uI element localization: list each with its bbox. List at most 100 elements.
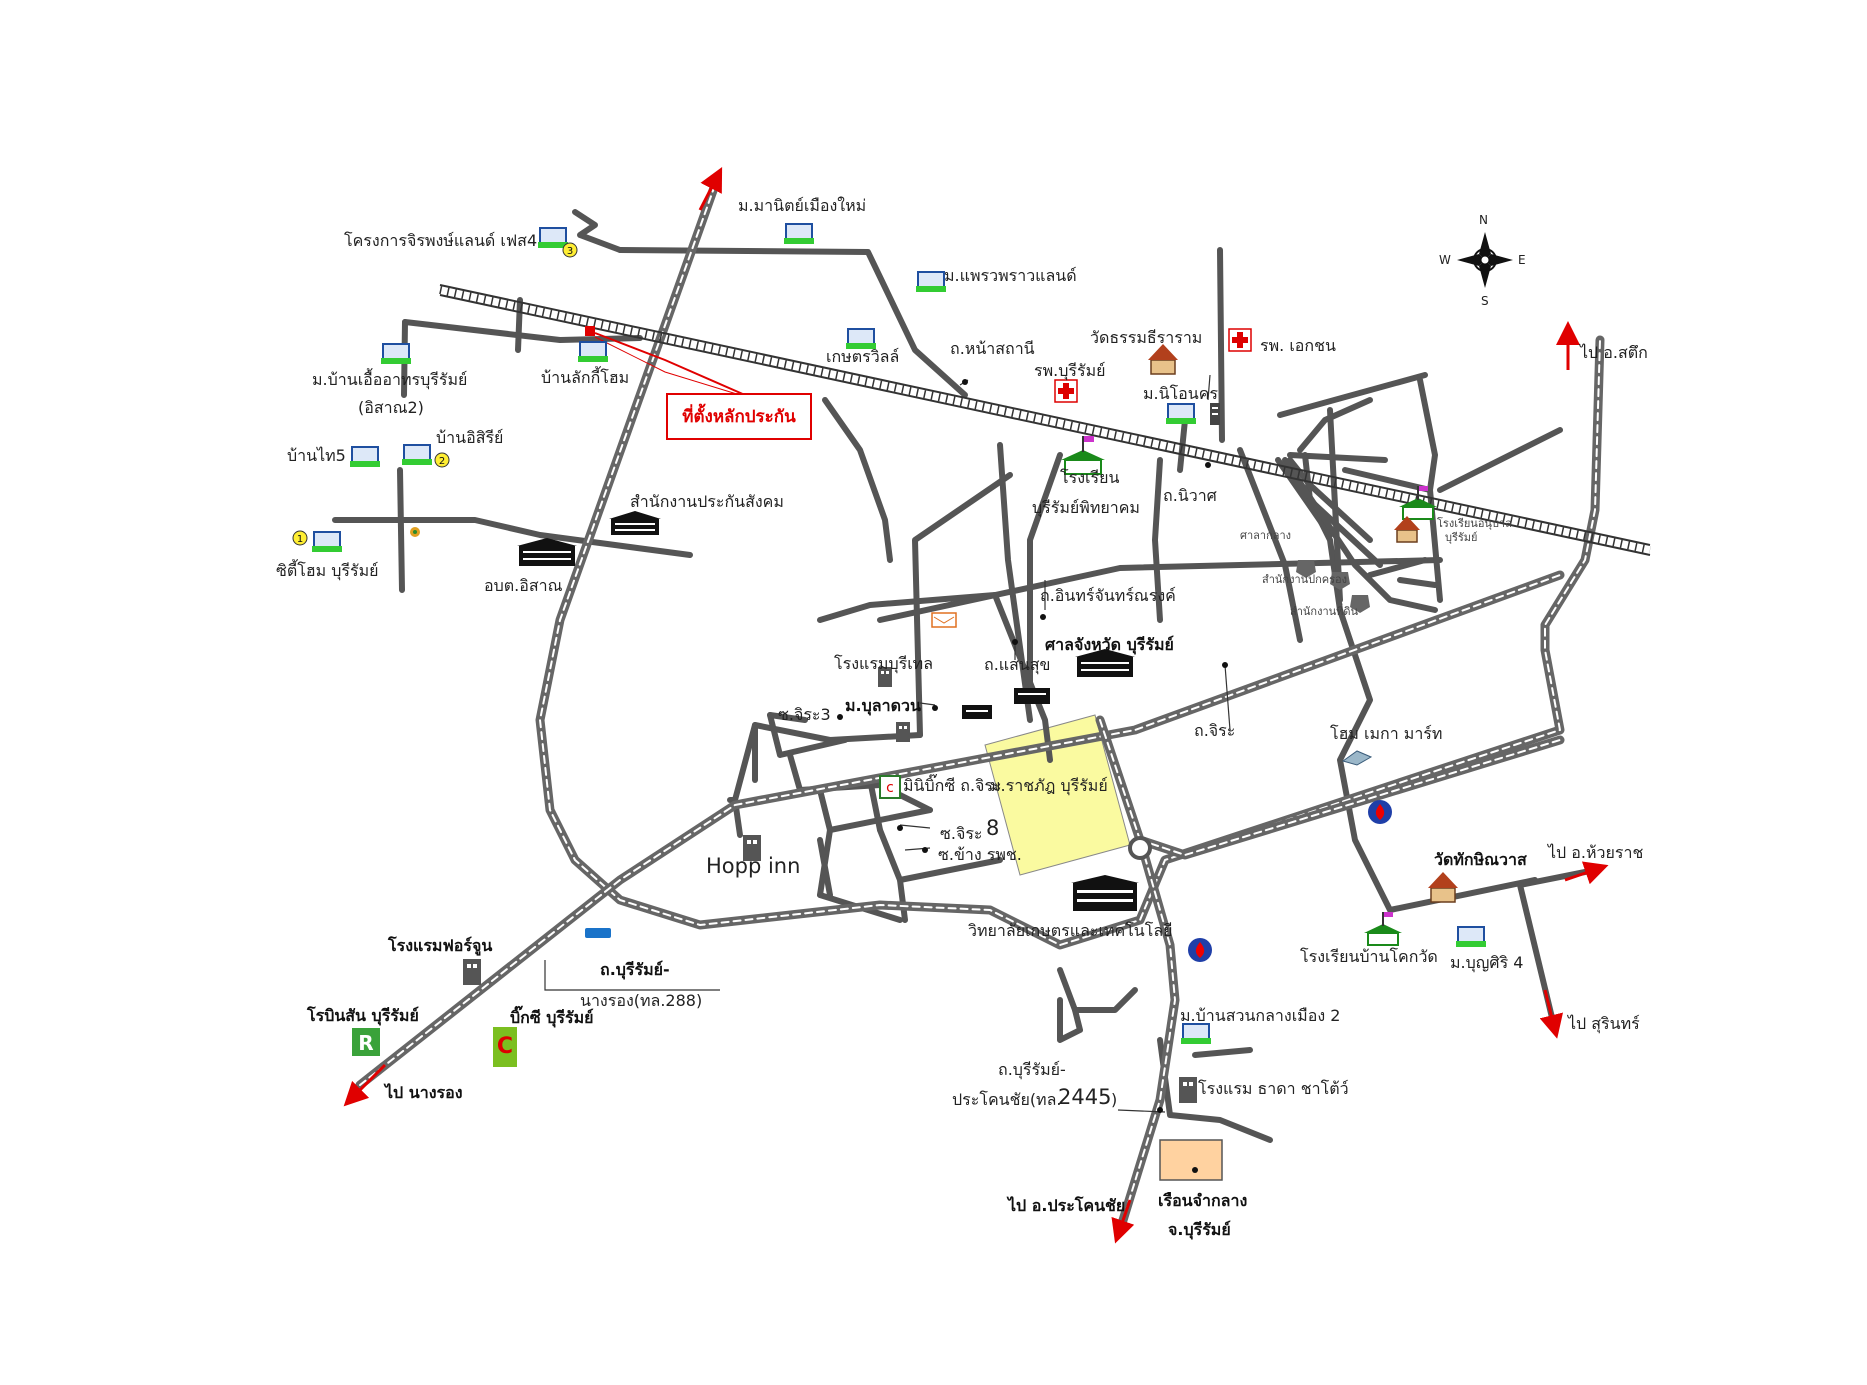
label-pai-surin: ไป สุรินทร์	[1568, 1014, 1640, 1033]
house-icon	[1456, 926, 1486, 947]
government-building-icon	[609, 511, 661, 535]
temple-icon	[1394, 516, 1420, 543]
robinson-logo-icon: R	[352, 1028, 380, 1056]
direction-arrows	[343, 166, 1609, 1244]
compass-n: N	[1479, 213, 1488, 227]
house-icon	[1166, 403, 1196, 424]
college-building-icon	[1071, 875, 1139, 911]
label-robinson: โรบินสัน บุรีรัมย์	[307, 1006, 419, 1025]
hotel-icon	[1179, 1077, 1197, 1103]
svg-text:C: C	[497, 1034, 513, 1059]
store-icon: c	[879, 775, 901, 799]
bigc-logo-icon: C	[493, 1027, 517, 1067]
svg-text:R: R	[358, 1031, 373, 1055]
building-icons: c C R	[352, 328, 1458, 1103]
svg-text:3: 3	[567, 246, 573, 257]
label-govt3: สำนักงานที่ดิน	[1290, 605, 1359, 618]
school-icon	[1399, 486, 1437, 520]
prison-zone	[1159, 1139, 1223, 1181]
label-kaset-ville: เกษตรวิลล์	[826, 347, 900, 366]
minor-roads	[332, 209, 1598, 1143]
school-icon	[1364, 912, 1402, 946]
hospital-icon	[1054, 379, 1078, 403]
emblem-icon	[1296, 560, 1316, 578]
government-building-icon	[517, 538, 577, 566]
hospital-icon	[1228, 328, 1252, 352]
house-icon	[916, 271, 946, 292]
label-wat-thammasaram: วัดธรรมธีราราม	[1090, 328, 1203, 347]
label-fortune: โรงแรมฟอร์จูน	[388, 936, 493, 955]
compass-e: E	[1518, 253, 1526, 267]
collateral-location-callout: ที่ตั้งหลักประกัน	[666, 393, 812, 440]
hotel-icon	[878, 667, 892, 687]
school-icon	[1061, 436, 1105, 475]
label-bigc: บิ๊กซี บุรีรัมย์	[510, 1008, 594, 1027]
label-hotel-buritel: โรงแรมบุรีเทล	[834, 654, 934, 673]
label-wat-thak: วัดทักษิณวาส	[1434, 850, 1527, 869]
mart-icon	[1341, 750, 1373, 766]
bus-stop-icon	[585, 928, 611, 938]
label-pai-nangrong: ไป นางรอง	[385, 1083, 463, 1102]
label-mini-bigc: มินิบิ๊กซี ถ.จิระ	[903, 776, 1002, 795]
label-th-buri-nangrong1: ถ.บุรีรัมย์-	[600, 960, 670, 979]
label-city-home: ซิตี้โฮม บุรีรัมย์	[276, 561, 379, 580]
label-isan2: (อิสาณ2)	[358, 398, 424, 417]
tower-icon	[1210, 403, 1220, 425]
badge-1-icon: 1	[292, 530, 308, 546]
label-rajabhat: ม.ราชภัฎ บุรีรัมย์	[990, 776, 1108, 795]
flag-icon	[410, 527, 420, 537]
label-prison2: จ.บุรีรัมย์	[1168, 1220, 1231, 1239]
label-prison1: เรือนจำกลาง	[1158, 1191, 1248, 1210]
label-th-buri-nangrong2: นางรอง(ทล.288)	[580, 991, 703, 1010]
label-school-ban-khok: โรงเรียนบ้านโคกวัด	[1300, 947, 1438, 966]
label-baan-isiri: บ้านอิสิรีย์	[436, 428, 504, 447]
label-th-niwat: ถ.นิวาศ	[1163, 486, 1217, 505]
label-soi-chang: ซ.ข้าง รพช.	[938, 845, 1022, 864]
house-icon	[402, 444, 432, 465]
label-praewprao: ม.แพรวพราวแลนด์	[944, 266, 1077, 285]
label-th-saensuk: ถ.แสนสุข	[984, 655, 1051, 674]
label-rp-ekachon: รพ. เอกชน	[1260, 336, 1336, 355]
label-school2: บุรีรัมย์พิทยาคม	[1032, 498, 1140, 517]
label-th-jira: ถ.จิระ	[1194, 721, 1236, 740]
label-manit: ม.มานิตย์เมืองใหม่	[738, 196, 867, 215]
number-badges: 3 2 1	[292, 242, 578, 546]
label-sso: สำนักงานประกันสังคม	[630, 492, 784, 511]
compass-w: W	[1439, 253, 1451, 267]
label-soi-jira8: ซ.จิระ	[940, 824, 983, 843]
label-abt-isan: อบต.อิสาณ	[484, 576, 563, 595]
house-icon	[1181, 1023, 1211, 1044]
label-govt1: ศาลากลาง	[1240, 529, 1292, 542]
gas-station-icon	[1188, 938, 1212, 962]
svg-text:c: c	[886, 780, 894, 796]
ring-road	[535, 180, 1605, 950]
south-road	[1095, 715, 1180, 1235]
label-baan-eua: ม.บ้านเอื้ออาทรบุรีรัมย์	[312, 370, 468, 389]
label-m-nicha: ม.นิโอนคร	[1143, 384, 1219, 403]
label-home-mega: โฮม เมกา มาร์ท	[1330, 724, 1443, 743]
post-office-icon	[931, 612, 957, 628]
label-baan-lak: บ้านลักกี้โฮม	[541, 368, 630, 387]
label-jirapong: โครงการจิรพงษ์แลนด์ เฟส4	[344, 231, 538, 250]
court-building-icon	[1075, 649, 1135, 677]
office-building-icon	[1014, 688, 1050, 704]
label-m-bunsiri: ม.บุญศิริ 4	[1450, 953, 1524, 972]
temple-icon	[1428, 872, 1458, 903]
compass-s: S	[1481, 294, 1489, 308]
label-th-buri-prakhon2a: ประโคนชัย(ทล.	[952, 1090, 1062, 1109]
label-right-school: โรงเรียนอนุบาล	[1437, 517, 1512, 530]
label-m-suan: ม.บ้านสวนกลางเมือง 2	[1180, 1006, 1341, 1025]
house-icon	[784, 223, 814, 244]
label-hotel-thada: โรงแรม ธาดา ชาโต้ว์	[1198, 1079, 1349, 1098]
label-thanon-sathani: ถ.หน้าสถานี	[950, 339, 1035, 358]
house-icon	[381, 343, 411, 364]
house-icon	[312, 531, 342, 552]
hotel-icon	[463, 959, 481, 985]
label-th-buri-prakhon2c: )	[1111, 1090, 1118, 1109]
label-college: วิทยาลัยเกษตรและเทคโนโลยี	[968, 921, 1173, 940]
label-right-school2: บุรีรัมย์	[1445, 531, 1478, 544]
label-soi-jira8-number: 8	[986, 816, 1000, 840]
label-pai-prakhon: ไป อ.ประโคนชัย	[1008, 1196, 1126, 1215]
leader-dots	[837, 379, 1228, 1173]
